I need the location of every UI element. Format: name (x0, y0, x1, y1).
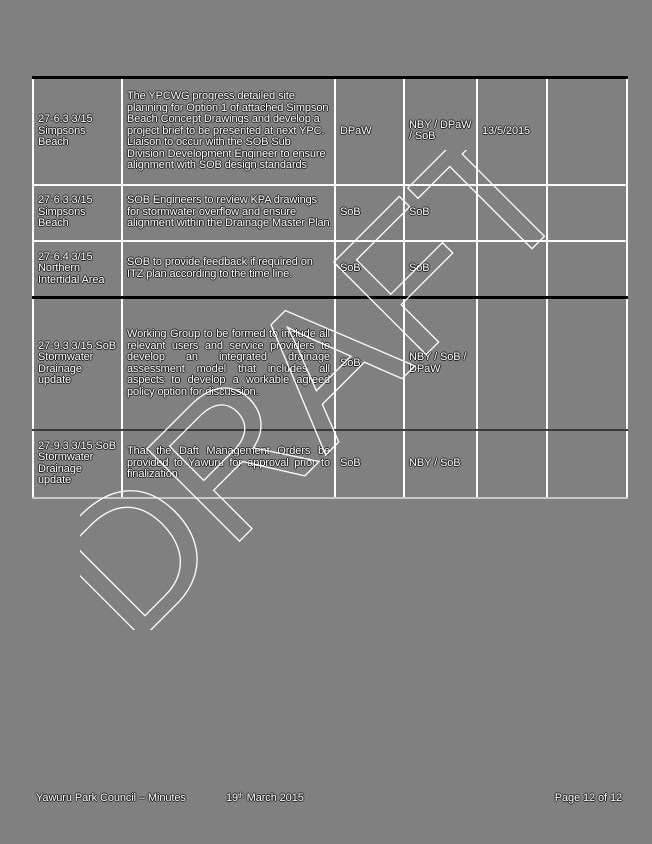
due-date-cell: 13/5/2015 (476, 76, 548, 186)
action-cell: That the Daft Management Orders be provi… (121, 429, 336, 499)
footer-title: Yawuru Park Council – Minutes (36, 792, 186, 804)
table-row: 27-6.3 3/15 Simpsons Beach The YPCWG pro… (32, 76, 628, 186)
status-cell (546, 184, 628, 242)
status-cell (546, 429, 628, 499)
involved-cell: SoB (403, 184, 478, 242)
item-cell: 27-9.3 3/15 SoB Stormwater Drainage upda… (32, 429, 123, 499)
action-cell: SOB Engineers to review KPA drawings for… (121, 184, 336, 242)
due-date-cell (476, 240, 548, 299)
table-row: 27-9.3 3/15 SoB Stormwater Drainage upda… (32, 429, 628, 499)
page-footer: Yawuru Park Council – Minutes 19th March… (36, 792, 622, 807)
involved-cell: NBY / DPaW / SoB (403, 76, 478, 186)
due-date-cell (476, 429, 548, 499)
involved-cell: NBY / SoB (403, 429, 478, 499)
action-cell: The YPCWG progress detailed site plannin… (121, 76, 336, 186)
responsible-cell: DPaW (334, 76, 405, 186)
action-items-table: 27-6.3 3/15 Simpsons Beach The YPCWG pro… (32, 76, 628, 499)
status-cell (546, 76, 628, 186)
involved-cell: NBY / SoB / DPaW (403, 297, 478, 431)
status-cell (546, 297, 628, 431)
footer-date-rest: March 2015 (243, 792, 304, 804)
footer-date-day: 19 (226, 792, 239, 804)
table-row: 27-9.3 3/15 SoB Stormwater Drainage upda… (32, 297, 628, 431)
item-cell: 27-6.3 3/15 Simpsons Beach (32, 76, 123, 186)
action-cell: Working Group to be formed to include al… (121, 297, 336, 431)
due-date-cell (476, 184, 548, 242)
responsible-cell: SoB (334, 297, 405, 431)
table-row: 27-6.4 3/15 Northern Intertidal Area SOB… (32, 240, 628, 299)
item-cell: 27-6.4 3/15 Northern Intertidal Area (32, 240, 123, 299)
responsible-cell: SoB (334, 429, 405, 499)
item-cell: 27-6.3 3/15 Simpsons Beach (32, 184, 123, 242)
responsible-cell: SoB (334, 240, 405, 299)
footer-date: 19th March 2015 (226, 792, 304, 805)
action-cell: SOB to provide feedback if required on I… (121, 240, 336, 299)
responsible-cell: SoB (334, 184, 405, 242)
table-row: 27-6.3 3/15 Simpsons Beach SOB Engineers… (32, 184, 628, 242)
involved-cell: SoB (403, 240, 478, 299)
item-cell: 27-9.3 3/15 SoB Stormwater Drainage upda… (32, 297, 123, 431)
status-cell (546, 240, 628, 299)
footer-date-suffix: th (238, 793, 244, 800)
page-number: Page 12 of 12 (554, 792, 622, 804)
due-date-cell (476, 297, 548, 431)
